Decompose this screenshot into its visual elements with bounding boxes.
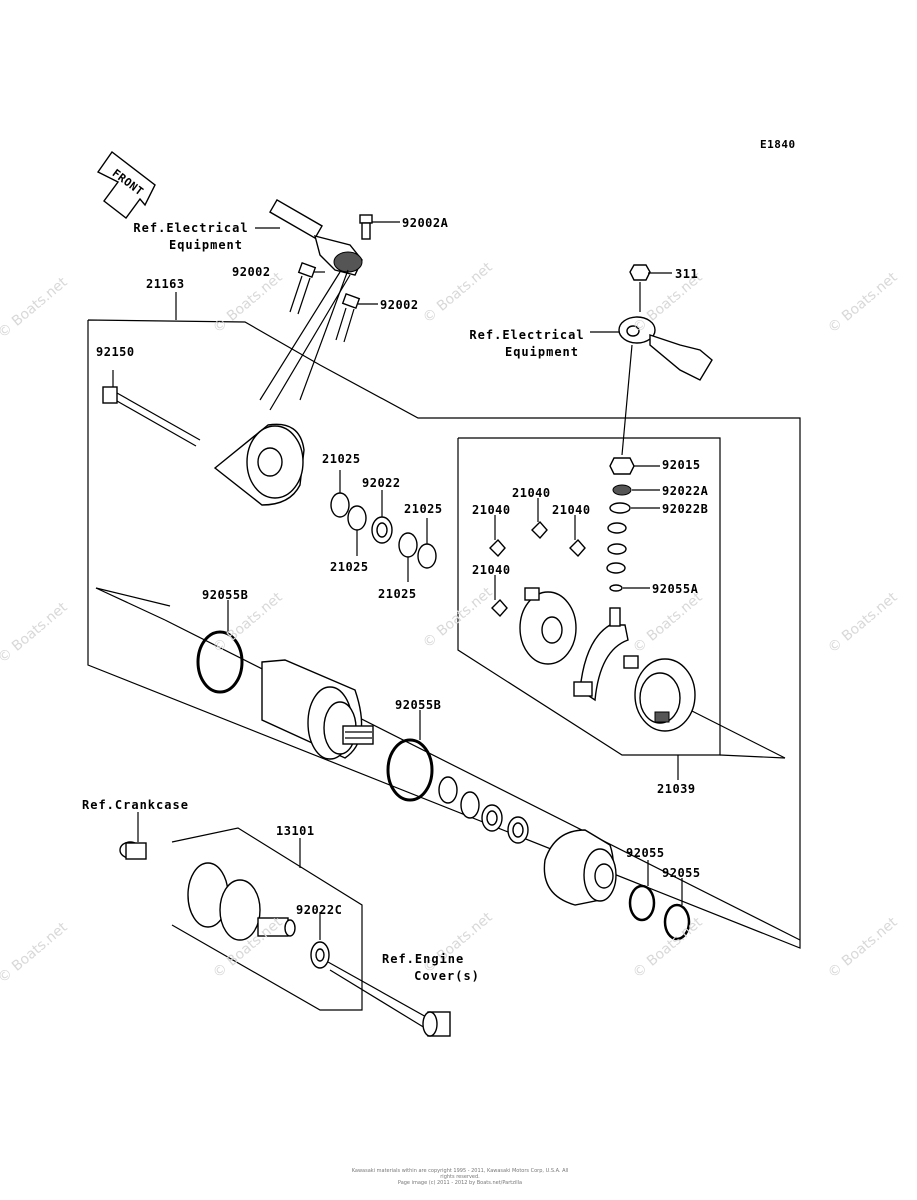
part-label-21040[interactable]: 21040 xyxy=(472,503,511,517)
part-label-21163[interactable]: 21163 xyxy=(146,277,185,291)
part-label-21025[interactable]: 21025 xyxy=(404,502,443,516)
part-label-311[interactable]: 311 xyxy=(675,267,699,281)
copyright-line-1: Kawasaki materials within are copyright … xyxy=(351,1168,569,1180)
ref-engine-line-2: Cover(s) xyxy=(414,969,480,983)
part-label-92022B[interactable]: 92022B xyxy=(662,502,709,516)
ref-electrical-line-1: Ref.Electrical xyxy=(133,221,249,235)
part-label-21039[interactable]: 21039 xyxy=(657,782,696,796)
part-label-92022[interactable]: 92022 xyxy=(362,476,401,490)
ref-electrical-line-2: Equipment xyxy=(504,345,580,359)
part-label-92015[interactable]: 92015 xyxy=(662,458,701,472)
part-label-92055[interactable]: 92055 xyxy=(626,846,665,860)
ref-engine-line-1: Ref.Engine xyxy=(382,952,465,966)
part-label-21025[interactable]: 21025 xyxy=(330,560,369,574)
part-label-92002[interactable]: 92002 xyxy=(380,298,419,312)
ref-electrical-equipment-2: Ref.Electrical Equipment xyxy=(462,327,592,361)
part-label-92055B[interactable]: 92055B xyxy=(395,698,442,712)
ref-electrical-line-1: Ref.Electrical xyxy=(469,328,585,342)
part-label-92055[interactable]: 92055 xyxy=(662,866,701,880)
part-label-21025[interactable]: 21025 xyxy=(378,587,417,601)
part-label-92022C[interactable]: 92022C xyxy=(296,903,343,917)
copyright-line-2: Page image (c) 2011 - 2012 by Boats.net/… xyxy=(397,1180,523,1186)
part-label-21040[interactable]: 21040 xyxy=(472,563,511,577)
part-label-92022A[interactable]: 92022A xyxy=(662,484,709,498)
copyright-footer: Kawasaki materials within are copyright … xyxy=(350,1168,570,1186)
ref-engine-cover: Ref.Engine Cover(s) xyxy=(382,951,482,985)
part-label-21025[interactable]: 21025 xyxy=(322,452,361,466)
ref-electrical-line-2: Equipment xyxy=(168,238,244,252)
part-label-21040[interactable]: 21040 xyxy=(512,486,551,500)
front-arrow-icon xyxy=(96,150,156,219)
part-label-21040[interactable]: 21040 xyxy=(552,503,591,517)
diagram-code: E1840 xyxy=(760,138,796,151)
part-label-92055A[interactable]: 92055A xyxy=(652,582,699,596)
part-label-13101[interactable]: 13101 xyxy=(276,824,315,838)
part-label-92002A[interactable]: 92002A xyxy=(402,216,449,230)
part-label-92055B[interactable]: 92055B xyxy=(202,588,249,602)
part-label-92150[interactable]: 92150 xyxy=(96,345,135,359)
ref-electrical-equipment-1: Ref.Electrical Equipment xyxy=(126,220,256,254)
part-label-92002[interactable]: 92002 xyxy=(232,265,271,279)
ref-crankcase: Ref.Crankcase xyxy=(82,798,189,812)
